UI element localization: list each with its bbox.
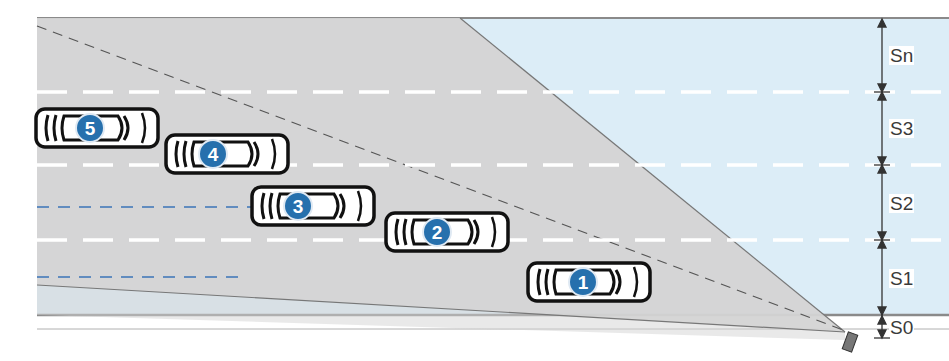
- callout-number: 3: [293, 197, 304, 216]
- callout-circle: 2: [422, 217, 452, 247]
- track-lines: [37, 207, 262, 277]
- radar-sensor: [842, 332, 858, 352]
- callout-circle: 5: [75, 113, 105, 143]
- callout-number: 1: [578, 273, 589, 292]
- dimension-label: Sn: [889, 46, 914, 65]
- callout-number: 5: [85, 119, 96, 138]
- callout-circle: 1: [568, 267, 598, 297]
- callout-circle: 3: [283, 191, 313, 221]
- dimension-scale: [874, 19, 890, 338]
- callout-number: 2: [432, 223, 443, 242]
- dimension-label: S0: [889, 318, 914, 337]
- vehicles: [36, 109, 650, 301]
- detection-zone: [37, 18, 845, 332]
- callout-circle: 4: [198, 139, 228, 169]
- center-axis: [37, 26, 843, 330]
- callout-number: 4: [208, 145, 219, 164]
- dimension-label: S2: [889, 194, 914, 213]
- dimension-label: S1: [889, 269, 914, 288]
- dimension-label: S3: [889, 119, 914, 138]
